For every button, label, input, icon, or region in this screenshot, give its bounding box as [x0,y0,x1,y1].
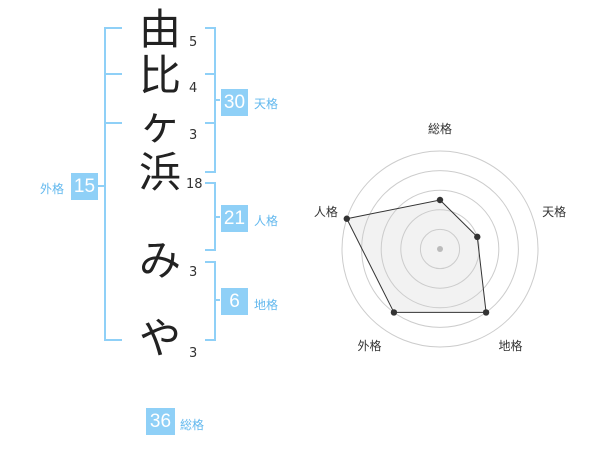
radar-area-fill [346,200,487,313]
name-char-4: 浜 [138,148,181,197]
stroke-count-2: 4 [189,81,198,96]
radar-point-4 [390,309,398,316]
name-char-5: み [138,236,181,285]
radar-ring [380,189,500,309]
tenkaku-label: 天格 [254,97,279,111]
radar-point-3 [482,309,490,316]
name-char-6: や [138,314,181,363]
chikaku-value: 6 [221,288,248,315]
stroke-count-3: 3 [189,128,198,143]
chikaku-label: 地格 [254,298,279,312]
soukaku-value: 36 [146,408,175,435]
radar-axis-label-3: 地格 [499,338,523,353]
radar-ring [400,209,480,289]
gaikaku-value: 15 [71,173,98,200]
name-char-2: 比 [138,51,181,100]
jinkaku-label: 人格 [254,214,279,228]
name-char-3: ヶ [138,100,181,149]
radar-axis-label-5: 人格 [314,204,338,219]
stroke-count-5: 3 [189,265,198,280]
stroke-count-1: 5 [189,35,198,50]
soukaku-label: 総格 [180,418,205,432]
gaikaku-label: 外格 [40,182,65,196]
tenkaku-value: 30 [221,89,248,116]
radar-point-5 [343,215,350,222]
radar-point-2 [474,233,481,241]
radar-point-1 [436,196,444,204]
radar-center-dot [437,246,443,252]
radar-axis-label-1: 総格 [428,121,452,136]
jinkaku-value: 21 [221,205,248,232]
stroke-count-4: 18 [186,177,203,192]
name-char-1: 由 [138,5,181,54]
radar-area-outline [346,199,487,313]
radar-axis-label-2: 天格 [542,204,566,219]
stroke-count-6: 3 [189,346,198,361]
radar-ring [419,228,461,270]
radar-axis-label-4: 外格 [357,338,381,353]
gaikaku-bracket [104,27,122,341]
